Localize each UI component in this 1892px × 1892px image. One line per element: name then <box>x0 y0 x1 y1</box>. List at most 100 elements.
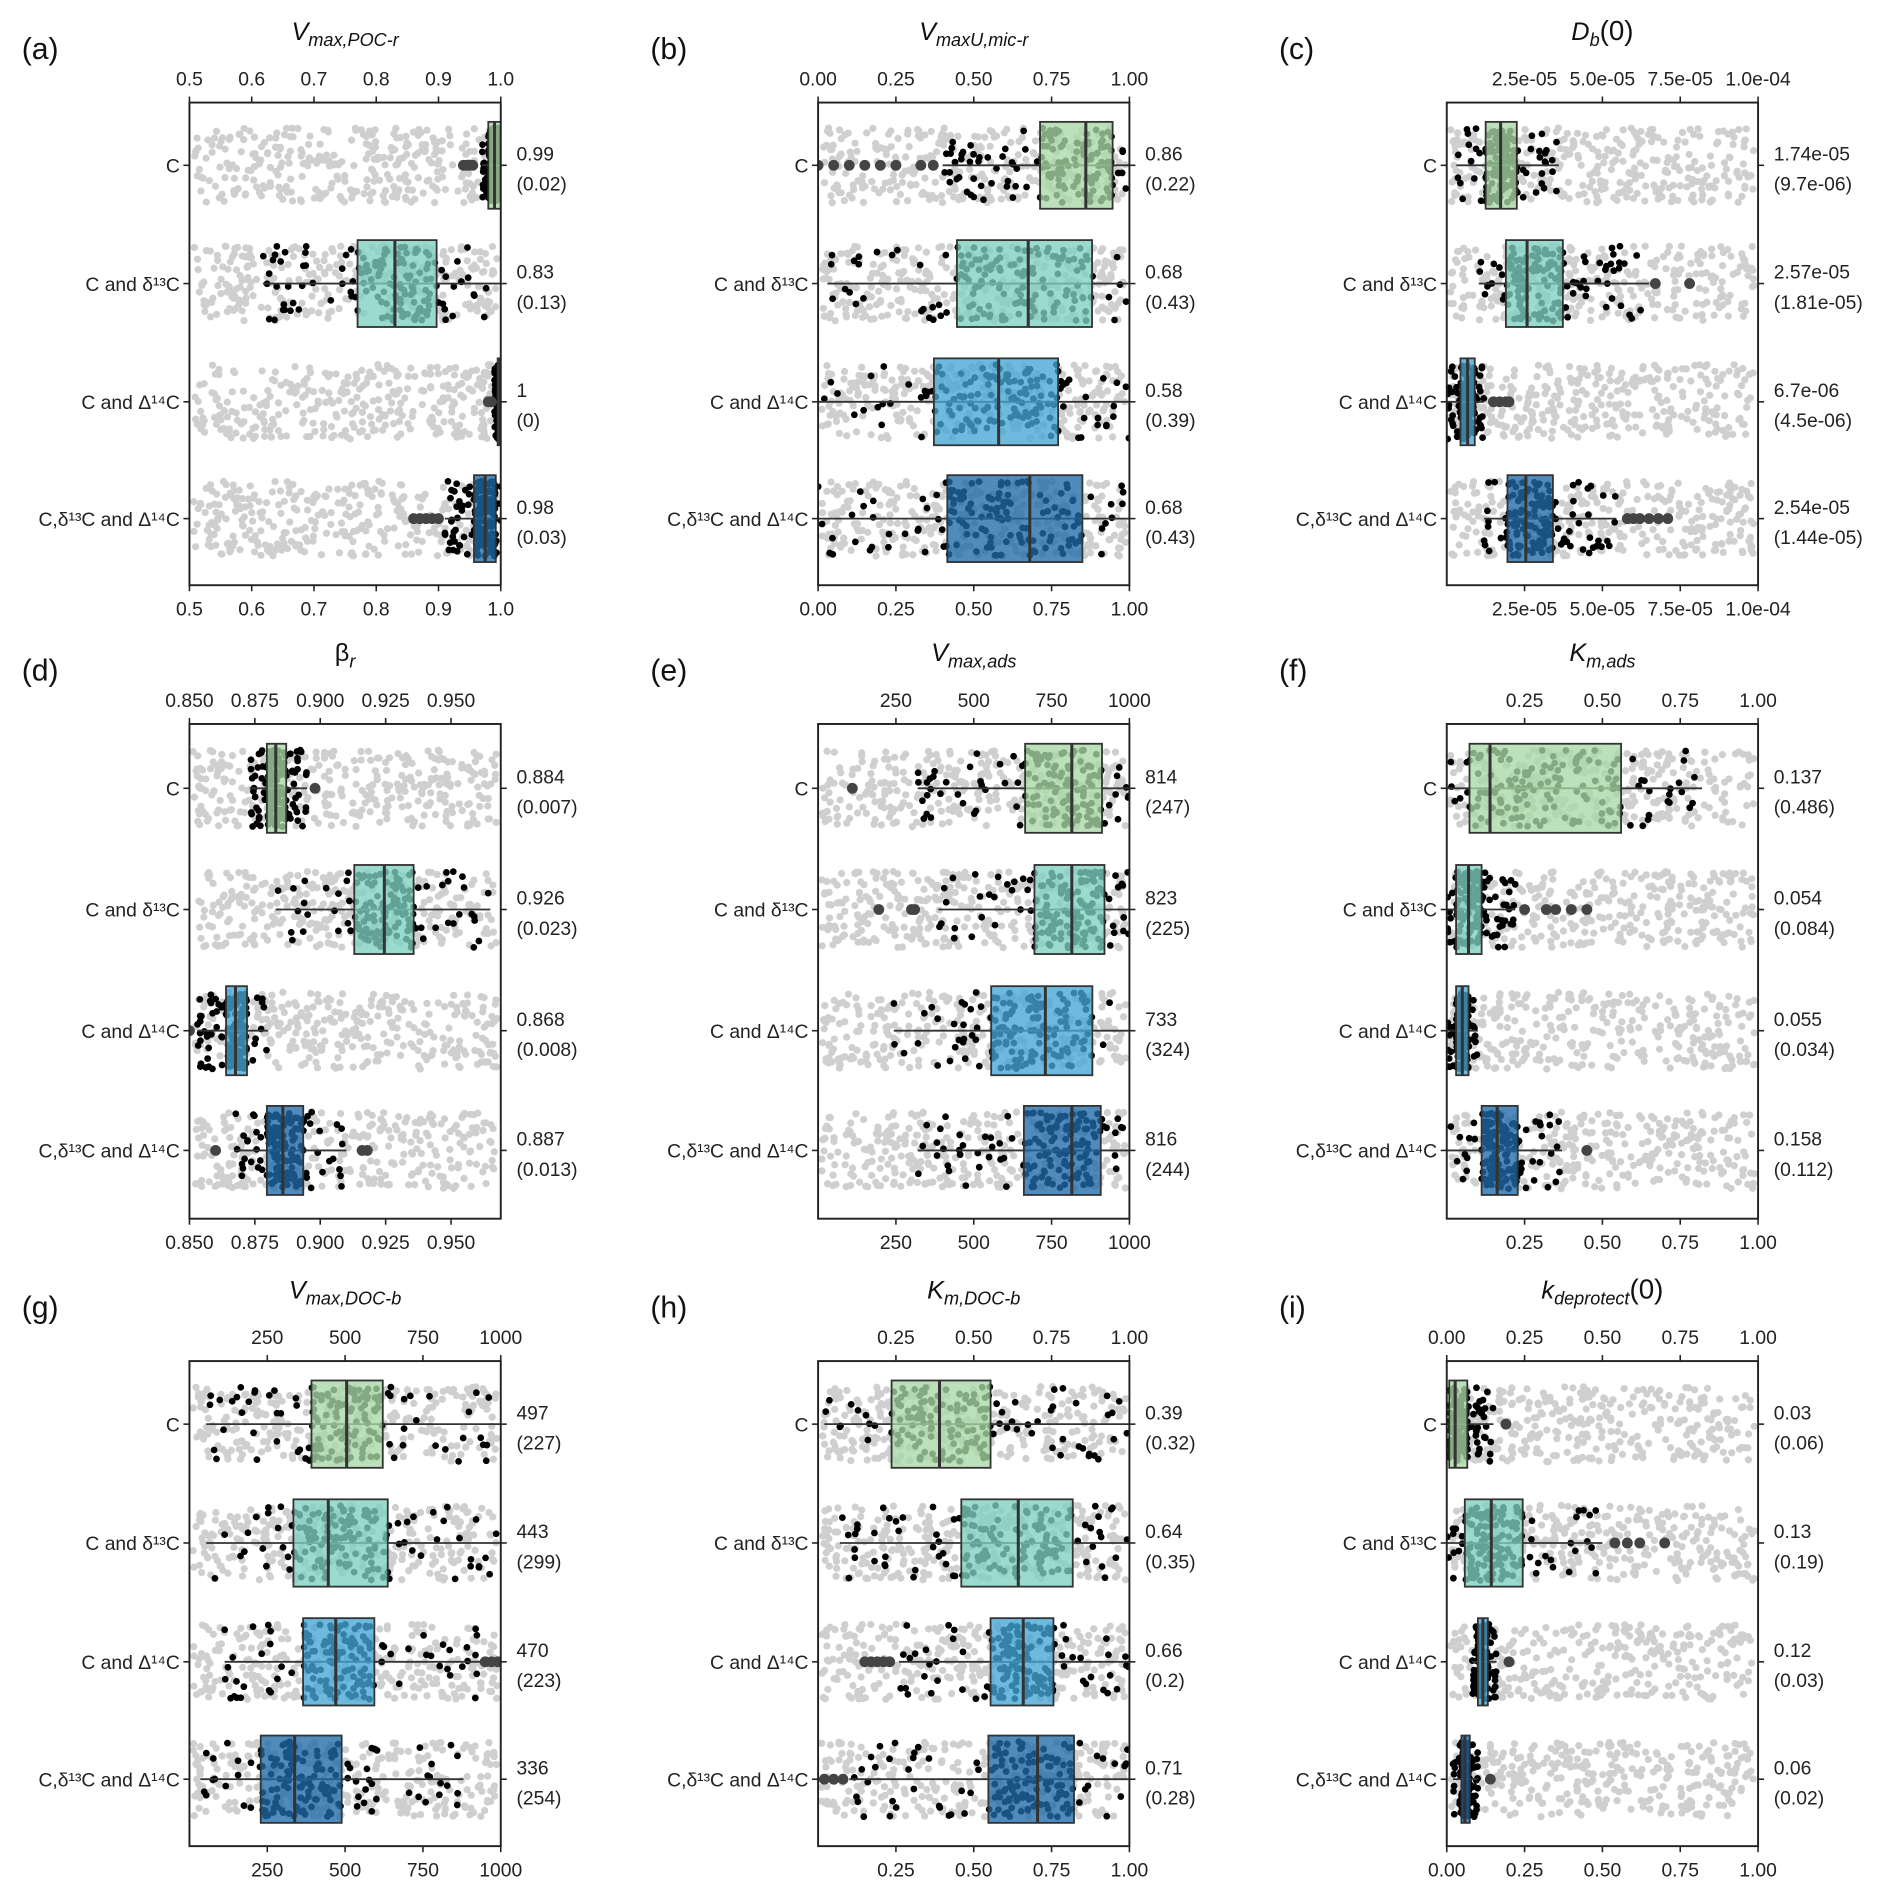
jitter-point <box>231 507 240 515</box>
sample-point <box>1111 316 1118 324</box>
jitter-point <box>932 148 941 156</box>
jitter-point <box>1726 291 1734 300</box>
jitter-point <box>879 261 887 269</box>
jitter-point <box>414 493 422 501</box>
jitter-point <box>283 544 292 553</box>
sample-point <box>1060 403 1067 410</box>
jitter-point <box>1649 125 1657 133</box>
panel-title: Vmax,POC-r <box>291 18 399 50</box>
jitter-point <box>1605 400 1614 408</box>
jitter-point <box>1698 311 1706 319</box>
jitter-point <box>491 284 500 293</box>
group-1 <box>819 239 1130 328</box>
jitter-point <box>446 141 454 149</box>
jitter-point <box>840 367 849 376</box>
jitter-point <box>261 425 269 434</box>
group-label: C and δ¹³C <box>714 275 808 296</box>
jitter-point <box>340 496 348 504</box>
sample-point <box>1582 285 1590 293</box>
jitter-point <box>401 171 410 179</box>
jitter-point <box>1619 157 1627 165</box>
sample-point <box>826 549 834 557</box>
jitter-point <box>1699 191 1707 199</box>
jitter-point <box>297 146 305 154</box>
jitter-point <box>996 182 1004 191</box>
sample-point <box>1548 156 1556 164</box>
jitter-point <box>292 492 300 500</box>
title-main: V <box>919 18 938 46</box>
sample-point <box>1105 293 1113 301</box>
jitter-point <box>1613 433 1621 441</box>
sample-point <box>933 491 941 499</box>
jitter-point <box>1616 292 1625 300</box>
jitter-point <box>1483 253 1491 261</box>
jitter-point <box>997 195 1005 203</box>
jitter-point <box>469 387 477 395</box>
jitter-point <box>1665 242 1673 251</box>
jitter-point <box>896 276 905 285</box>
jitter-point <box>358 366 366 375</box>
jitter-point <box>340 407 349 415</box>
jitter-point <box>840 196 848 205</box>
jitter-point <box>1118 190 1126 198</box>
jitter-point <box>219 477 228 486</box>
jitter-point <box>1099 407 1107 415</box>
title-suffix: (0) <box>1600 15 1634 46</box>
jitter-point <box>194 265 202 274</box>
jitter-point <box>330 151 338 159</box>
jitter-point <box>214 281 222 290</box>
jitter-point <box>394 542 402 550</box>
jitter-point <box>360 190 368 198</box>
sample-point <box>284 283 292 290</box>
jitter-point <box>258 367 266 375</box>
jitter-point <box>238 307 246 315</box>
jitter-point <box>402 541 410 549</box>
jitter-point <box>335 305 343 313</box>
jitter-point <box>1632 146 1640 154</box>
jitter-point <box>826 309 835 318</box>
jitter-point <box>1706 152 1715 160</box>
jitter-point <box>903 197 912 205</box>
jitter-point <box>287 537 295 546</box>
jitter-point <box>1623 193 1631 201</box>
sample-point <box>1633 252 1641 259</box>
sample-point <box>302 249 309 256</box>
jitter-point <box>892 197 901 206</box>
jitter-point <box>202 484 210 493</box>
sample-point <box>970 175 978 182</box>
jitter-point <box>407 550 416 558</box>
jitter-point <box>1638 137 1646 145</box>
jitter-point <box>338 158 346 166</box>
jitter-point <box>212 508 220 516</box>
jitter-point <box>235 301 243 309</box>
panel-letter: (a) <box>22 33 59 66</box>
jitter-point <box>893 256 901 265</box>
jitter-point <box>252 423 260 431</box>
jitter-point <box>190 243 199 252</box>
jitter-point <box>421 146 429 154</box>
jitter-point <box>416 503 424 511</box>
jitter-point <box>889 170 898 179</box>
jitter-point <box>1672 143 1681 151</box>
jitter-point <box>275 191 284 200</box>
jitter-point <box>1597 131 1605 139</box>
sample-point <box>951 158 959 166</box>
sample-point <box>1637 306 1644 314</box>
sd-label: (0.39) <box>1145 411 1195 432</box>
sample-point <box>828 251 836 259</box>
bottom-tick-label: 0.9 <box>425 599 452 620</box>
jitter-point <box>437 538 445 546</box>
top-tick-label: 0.8 <box>363 70 390 91</box>
jitter-point <box>332 261 341 269</box>
jitter-point <box>246 244 254 253</box>
jitter-point <box>232 164 241 173</box>
jitter-point <box>857 304 865 312</box>
jitter-point <box>212 310 221 319</box>
jitter-point <box>1748 264 1756 272</box>
jitter-point <box>197 407 205 415</box>
sample-point <box>442 273 450 280</box>
jitter-point <box>203 526 211 534</box>
jitter-point <box>366 368 374 376</box>
jitter-point <box>1740 137 1748 146</box>
jitter-point <box>1733 371 1741 379</box>
